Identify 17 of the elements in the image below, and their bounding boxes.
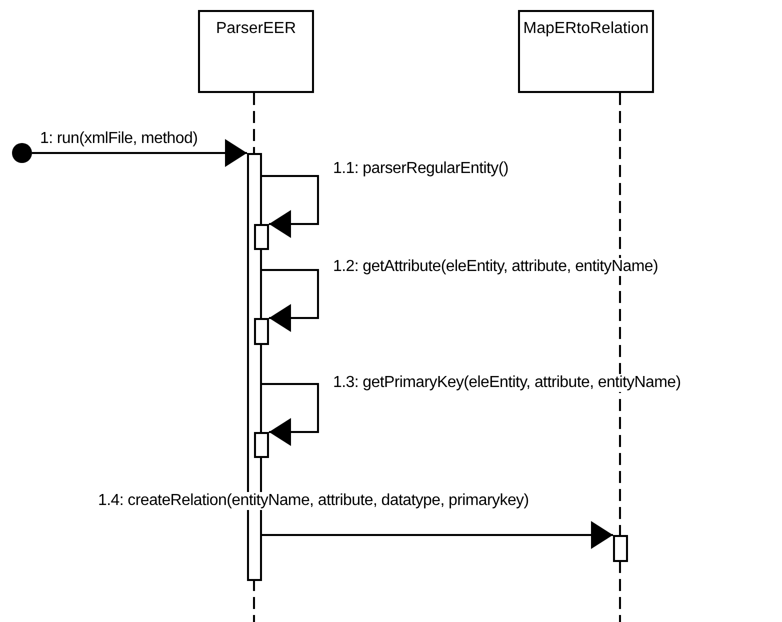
message-arrow (32, 139, 247, 167)
message-label: 1.3: getPrimaryKey(eleEntity, attribute, entityName) (333, 374, 681, 392)
activation-bar (254, 224, 269, 250)
message-label: 1.4: createRelation(entityName, attribute, datatype, primarykey) (98, 492, 529, 510)
lifeline-header-box: ParserEER (198, 10, 314, 93)
self-message-arrow (262, 269, 319, 332)
self-message-arrow (262, 175, 319, 238)
message-label: 1.2: getAttribute(eleEntity, attribute, entityName) (333, 258, 658, 276)
message-label: 1.1: parserRegularEntity() (333, 160, 508, 178)
activation-bar (613, 535, 628, 562)
activation-bar (254, 432, 269, 458)
activation-bar (254, 318, 269, 345)
start-dot (12, 143, 32, 163)
self-message-arrow (262, 383, 319, 446)
lifeline-header-box: MapERtoRelation (518, 10, 654, 93)
message-arrow (262, 521, 613, 549)
message-label: 1: run(xmlFile, method) (40, 130, 198, 148)
